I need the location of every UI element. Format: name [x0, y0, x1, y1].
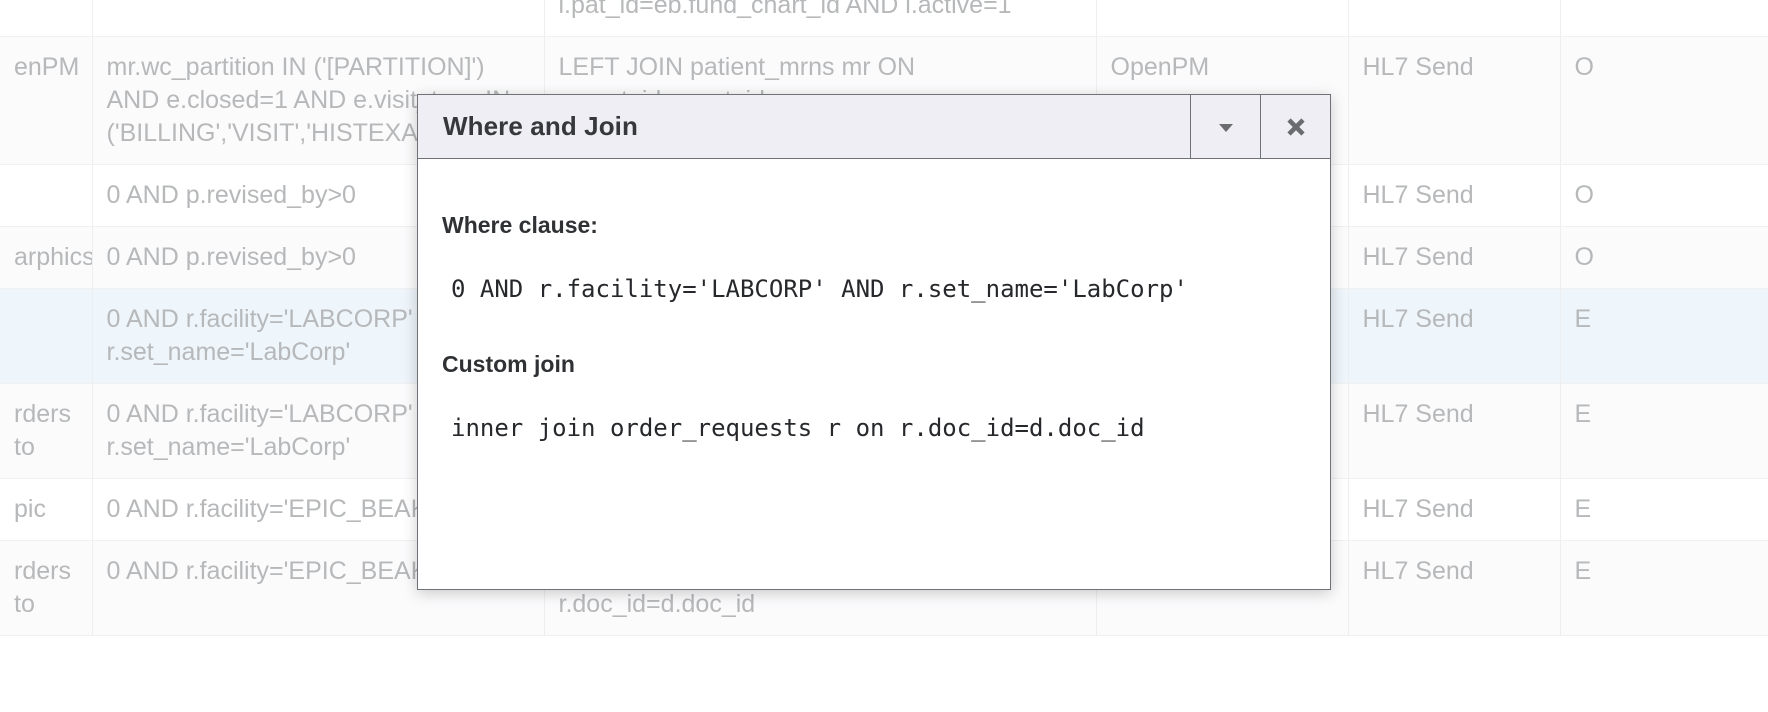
table-cell: HL7 Send	[1348, 478, 1561, 541]
table-cell: E	[1560, 540, 1768, 636]
dialog-dropdown-button[interactable]	[1190, 95, 1260, 158]
table-cell	[0, 288, 93, 384]
table-cell: HL7 Send	[1348, 540, 1561, 636]
table-cell	[0, 0, 93, 37]
table-cell: pic	[0, 478, 93, 541]
where-clause-label: Where clause:	[442, 212, 598, 238]
table-cell: O	[1560, 36, 1768, 165]
table-cell: HL7 Send	[1348, 383, 1561, 479]
table-cell: O	[1560, 164, 1768, 227]
table-cell: HL7 Send	[1348, 164, 1561, 227]
table-cell	[1560, 0, 1768, 37]
table-cell	[1096, 0, 1349, 37]
table-cell: E	[1560, 383, 1768, 479]
table-cell: rders to	[0, 383, 93, 479]
where-and-join-dialog: Where and Join Where clause: 0 AND r.fa	[417, 94, 1331, 590]
dialog-header[interactable]: Where and Join	[418, 95, 1330, 159]
dialog-title: Where and Join	[443, 111, 638, 141]
table-cell: enPM	[0, 36, 93, 165]
table-cell: HL7 Send	[1348, 36, 1561, 165]
custom-join-value[interactable]: inner join order_requests r on r.doc_id=…	[451, 414, 1145, 442]
table-row[interactable]: i.policy_id IS NULLinsurance_policy i ON…	[0, 0, 1768, 37]
custom-join-label: Custom join	[442, 351, 575, 377]
table-cell: rders to	[0, 540, 93, 636]
dialog-body: Where clause: 0 AND r.facility='LABCORP'…	[418, 159, 1330, 442]
table-cell: insurance_policy i ON i.pat_id=eb.fund_c…	[544, 0, 1097, 37]
table-cell: E	[1560, 288, 1768, 384]
table-cell: 0 AND r.facility='EPIC_BEAKER'	[92, 540, 545, 636]
table-cell: HL7 Send	[1348, 288, 1561, 384]
table-cell	[0, 164, 93, 227]
table-cell: i.policy_id IS NULL	[92, 0, 545, 37]
where-clause-value[interactable]: 0 AND r.facility='LABCORP' AND r.set_nam…	[451, 275, 1188, 303]
dialog-close-button[interactable]	[1260, 95, 1330, 158]
table-cell: E	[1560, 478, 1768, 541]
table-cell	[1348, 0, 1561, 37]
chevron-down-icon	[1213, 114, 1239, 140]
close-icon	[1282, 113, 1310, 141]
table-cell: O	[1560, 226, 1768, 289]
table-cell: arphics	[0, 226, 93, 289]
table-cell: HL7 Send	[1348, 226, 1561, 289]
